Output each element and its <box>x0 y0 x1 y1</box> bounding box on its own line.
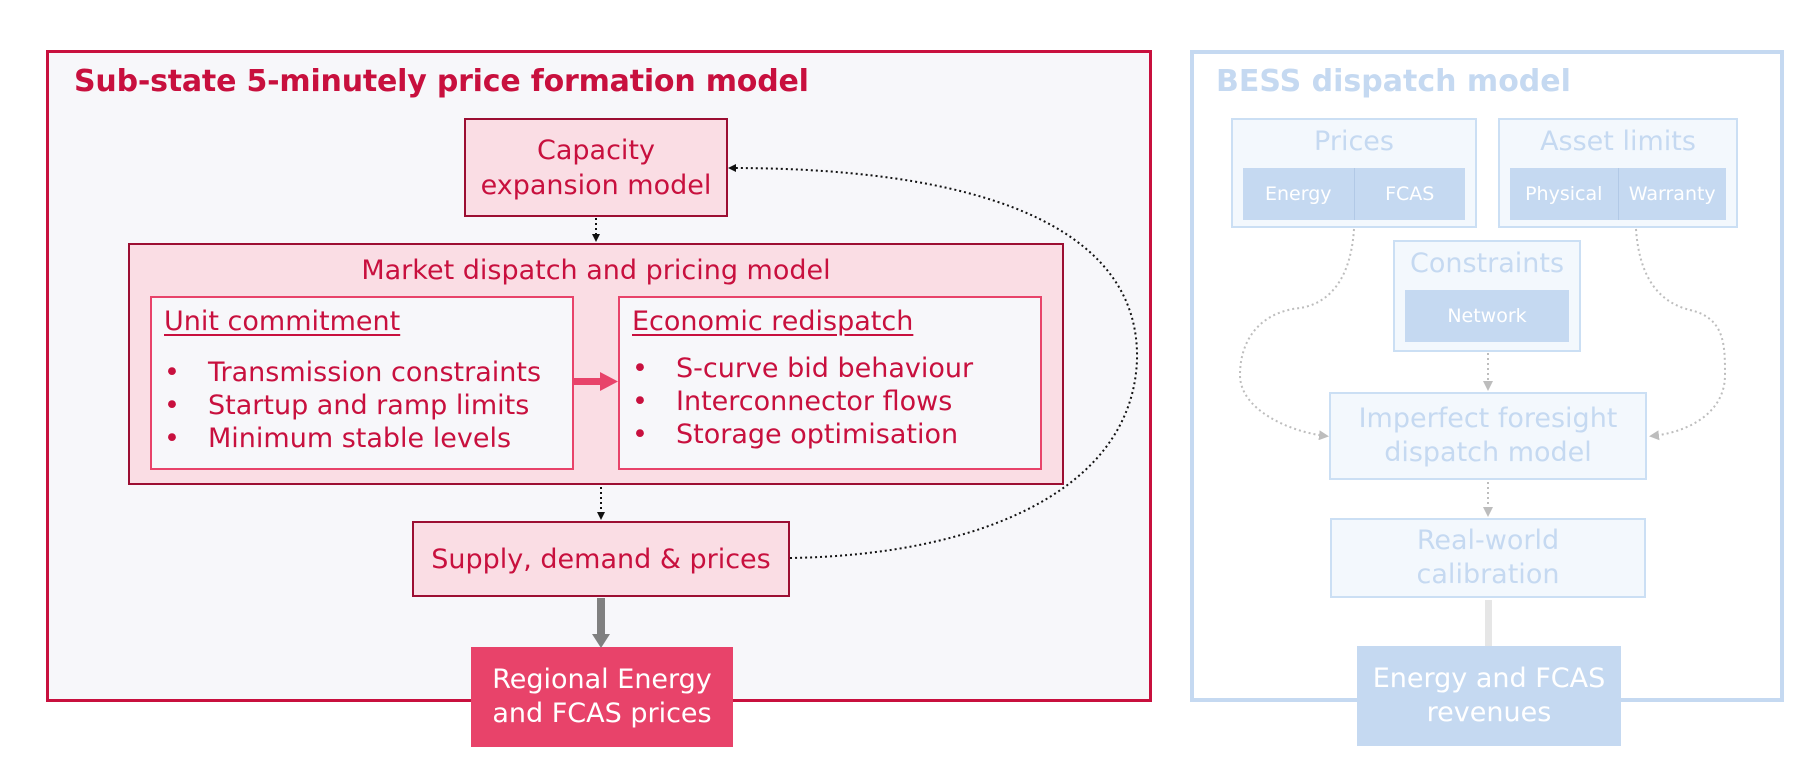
economic-redispatch-title: Economic redispatch <box>632 306 914 337</box>
market-dispatch-title: Market dispatch and pricing model <box>361 255 831 286</box>
unit-commitment-box: Unit commitment •Transmission constraint… <box>150 296 574 470</box>
capacity-expansion-label: Capacity expansion model <box>480 134 712 201</box>
revenues-output-box: Energy and FCAS revenues <box>1357 646 1621 746</box>
prices-to-foresight-arrow <box>1238 228 1355 441</box>
economic-redispatch-list: •S-curve bid behaviour •Interconnector f… <box>632 352 973 451</box>
list-item: •Transmission constraints <box>164 357 542 388</box>
capacity-expansion-box: Capacity expansion model <box>464 118 728 217</box>
constraints-label: Constraints <box>1409 248 1565 279</box>
bess-dispatch-title: BESS dispatch model <box>1216 64 1571 99</box>
list-item: •Interconnector flows <box>632 386 953 417</box>
unit-commitment-list: •Transmission constraints •Startup and r… <box>164 356 541 455</box>
prices-label: Prices <box>1314 126 1394 157</box>
network-chip: Network <box>1447 305 1527 327</box>
list-item: •S-curve bid behaviour <box>632 353 974 384</box>
unit-commitment-title: Unit commitment <box>164 306 401 337</box>
asset-limits-label: Asset limits <box>1540 126 1696 157</box>
feedback-loop-arrow <box>728 164 1139 559</box>
imperfect-foresight-box: Imperfect foresight dispatch model <box>1329 392 1647 480</box>
supply-demand-prices-label: Supply, demand & prices <box>431 543 771 575</box>
constraints-box: Constraints Network <box>1393 240 1581 352</box>
list-item: •Storage optimisation <box>632 419 959 450</box>
asset-limits-box: Asset limits Physical Warranty <box>1498 118 1738 228</box>
physical-chip: Physical <box>1525 183 1603 205</box>
regional-prices-output-box: Regional Energy and FCAS prices <box>471 647 733 747</box>
supply-demand-prices-box: Supply, demand & prices <box>412 521 790 597</box>
fcas-chip: FCAS <box>1353 168 1466 220</box>
calibration-to-revenues-connector <box>1485 600 1492 646</box>
list-item: •Minimum stable levels <box>164 423 512 454</box>
price-formation-title: Sub-state 5-minutely price formation mod… <box>74 64 809 99</box>
supply-to-output-arrow <box>592 598 610 648</box>
regional-prices-label: Regional Energy and FCAS prices <box>492 664 712 729</box>
prices-box: Prices Energy FCAS <box>1231 118 1477 228</box>
asset-to-foresight-arrow <box>1635 228 1727 441</box>
energy-chip: Energy <box>1264 183 1332 205</box>
revenues-label: Energy and FCAS revenues <box>1372 663 1606 728</box>
imperfect-foresight-label: Imperfect foresight dispatch model <box>1358 403 1618 468</box>
real-world-calibration-box: Real-world calibration <box>1330 518 1646 598</box>
list-item: •Startup and ramp limits <box>164 390 530 421</box>
real-world-calibration-label: Real-world calibration <box>1416 525 1560 590</box>
uc-to-er-arrow <box>574 372 618 391</box>
asset-limits-chip-row: Physical Warranty <box>1510 168 1726 220</box>
prices-chip-row: Energy FCAS <box>1243 168 1465 220</box>
economic-redispatch-box: Economic redispatch •S-curve bid behavio… <box>618 296 1042 470</box>
warranty-chip: Warranty <box>1617 168 1727 220</box>
constraints-chip-row: Network <box>1405 290 1569 342</box>
